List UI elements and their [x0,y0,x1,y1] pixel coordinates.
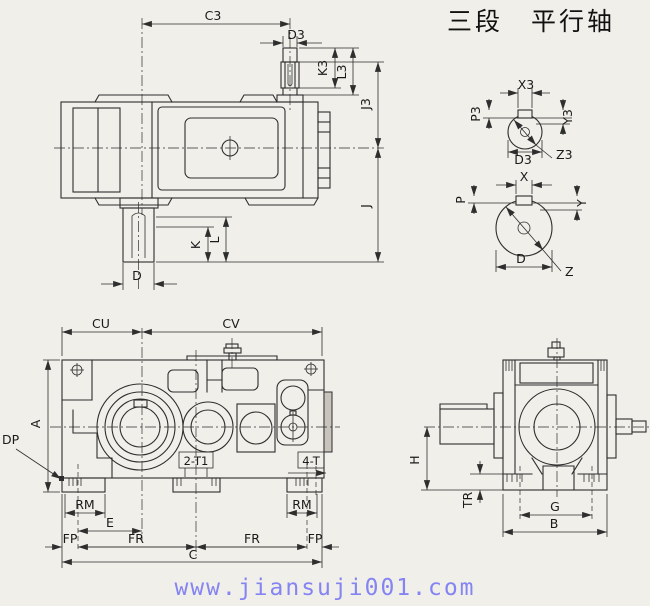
top-view: C3 D3 K3 L3 J3 J K L D [54,8,384,292]
front-view: 2-T1 4-T CU CV A DP RM RM E [2,316,340,568]
output-shaft [119,197,159,263]
shaft-end-view-large: X P Y D Z [453,169,589,279]
dim-label-j: J [358,204,373,209]
dim-label-d-shaft: D [132,268,142,283]
dim-label-x: X [520,169,529,184]
dim-label-rm-left: RM [75,497,94,512]
upper-case-outline [157,106,286,191]
dim-label-c3: C3 [205,8,222,23]
input-shaft-side [606,394,647,459]
bearing-end-cover [317,111,331,189]
page-title: 三段 平行轴 [447,7,615,36]
oil-plug [223,343,242,361]
callout-label-2t1: 2-T1 [184,454,209,468]
dim-label-cv: CV [222,316,240,331]
dim-label-l3: L3 [334,65,349,80]
output-shaft-side [439,392,504,459]
dim-label-x3: X3 [518,77,535,92]
dim-label-rm-right: RM [292,497,311,512]
side-foot-hatching [506,474,600,482]
dim-label-g: G [550,499,560,514]
dim-label-dp: DP [2,432,20,447]
dim-label-l: L [207,236,222,243]
dim-label-d3-shaft: D3 [287,27,305,42]
dp-hole-marker [59,476,64,481]
second-bore [236,403,276,453]
callout-label-4t: 4-T [302,454,320,468]
dim-label-cu: CU [92,316,110,331]
dim-label-fp-left: FP [63,531,78,546]
dim-label-fr-right: FR [244,531,260,546]
housing-bolt-left [70,363,84,377]
dim-label-p: P [453,196,468,204]
keyway-small [517,109,533,119]
shaft-end-view-small: X3 P3 Y3 D3 Z3 [468,77,575,167]
dim-label-d-end: D [516,251,526,266]
dim-label-y: Y [574,199,589,208]
dim-label-k3: K3 [315,60,330,76]
input-bore-group [276,379,309,446]
dim-label-e: E [106,515,114,530]
dim-label-c: C [189,547,198,562]
keyway-large [515,195,533,206]
dim-label-p3: P3 [468,106,483,122]
dim-label-z3: Z3 [556,147,573,162]
dim-label-y3: Y3 [560,109,575,126]
dim-label-b: B [550,516,559,531]
breather-plug [547,341,565,361]
watermark-url: www.jiansuji001.com [174,575,475,601]
dim-label-tr: TR [460,492,475,510]
housing-bolt-right [304,362,318,376]
callout-box-4t [297,451,325,469]
side-bearing-cover [323,391,333,453]
foot-hatching [68,478,309,486]
side-view: H TR G B [407,338,650,537]
dim-label-a: A [28,419,43,428]
dim-label-d3-end: D3 [514,152,532,167]
dim-label-j3: J3 [358,98,373,111]
dim-label-fr-left: FR [128,531,144,546]
callout-box-2t1 [178,451,214,469]
dim-label-h: H [407,455,422,464]
dim-label-fp-right: FP [308,531,323,546]
dim-label-k: K [188,240,203,249]
cap-bolt-hatching [505,360,605,371]
dim-label-z: Z [565,264,574,279]
